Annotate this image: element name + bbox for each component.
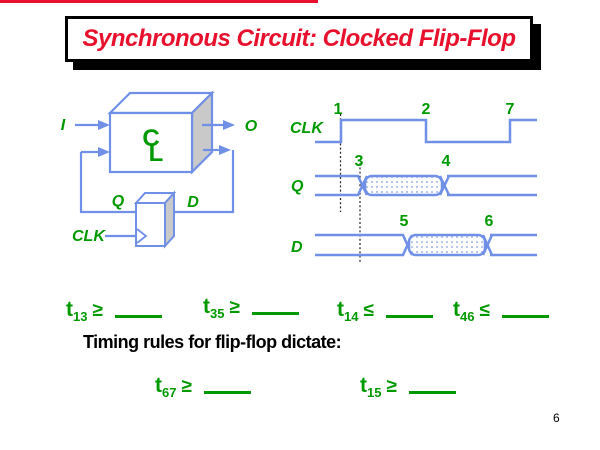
- output-label: O: [245, 118, 258, 135]
- input-arrowhead-icon: [98, 120, 110, 130]
- ff-right-face: [164, 190, 175, 249]
- formula-subscript: 67: [162, 385, 177, 401]
- clk-waveform: [315, 118, 537, 144]
- answer-blank: [114, 315, 162, 318]
- circuit-diagram: C L I O: [61, 90, 258, 249]
- formula-subscript: 15: [367, 385, 382, 401]
- clock-edge-icon: [136, 228, 148, 244]
- answer-blank: [203, 391, 251, 394]
- answer-blank: [501, 315, 549, 318]
- formula-subscript: 13: [73, 309, 88, 325]
- formula-subscript: 35: [210, 306, 225, 322]
- answer-blank: [251, 312, 299, 315]
- answer-blank: [385, 315, 433, 318]
- marker-7: 7: [506, 101, 515, 118]
- formula-t13: t13≥: [66, 298, 162, 329]
- output-arrowhead-icon: [223, 120, 235, 130]
- formula-base: t: [155, 374, 162, 397]
- ff-q-label: Q: [112, 193, 125, 210]
- timing-rules-caption: Timing rules for flip-flop dictate:: [83, 332, 342, 352]
- timing-d-label: D: [291, 239, 303, 256]
- formula-base: t: [453, 298, 460, 321]
- marker-1: 1: [334, 101, 343, 118]
- cl-label-c: C: [142, 125, 159, 152]
- timing-diagram: CLK 1 2 7 Q 3 4 D: [290, 101, 537, 264]
- ff-front-face: [135, 202, 166, 247]
- timing-q-label: Q: [291, 178, 304, 195]
- cl-block-front-face: [108, 111, 194, 174]
- marker-4: 4: [442, 153, 451, 170]
- formula-operator: ≤: [479, 300, 490, 321]
- feedback-in-arrowhead-icon: [98, 147, 110, 157]
- formula-t67: t67≥: [155, 374, 251, 405]
- formula-operator: ≥: [386, 376, 397, 397]
- marker-5: 5: [400, 213, 409, 230]
- ff-d-label: D: [187, 194, 199, 211]
- d-wire: [175, 150, 235, 214]
- d-hatched-region: [407, 233, 487, 257]
- marker-2: 2: [422, 101, 431, 118]
- marker-3: 3: [355, 153, 364, 170]
- flipflop-block: [133, 190, 177, 249]
- formula-subscript: 14: [344, 309, 359, 325]
- formula-subscript: 46: [460, 309, 475, 325]
- formula-operator: ≥: [181, 376, 192, 397]
- input-label: I: [61, 117, 66, 134]
- cl-block: C L: [107, 90, 215, 175]
- formula-operator: ≥: [92, 300, 103, 321]
- formula-base: t: [66, 298, 73, 321]
- cl-label-l: L: [149, 140, 164, 167]
- title-box: Synchronous Circuit: Clocked Flip-Flop: [65, 16, 533, 62]
- formula-t15: t15≥: [360, 374, 456, 405]
- marker-6: 6: [485, 213, 494, 230]
- formula-t14: t14≤: [337, 298, 433, 329]
- circuit-clk-label: CLK: [72, 228, 106, 245]
- formula-operator: ≤: [363, 300, 374, 321]
- page-number: 6: [553, 411, 560, 425]
- q-waveform: [315, 174, 537, 197]
- formula-base: t: [360, 374, 367, 397]
- formula-t46: t46≤: [453, 298, 549, 329]
- answer-blank: [408, 391, 456, 394]
- formula-t35: t35≥: [203, 295, 299, 326]
- formula-base: t: [337, 298, 344, 321]
- q-feedback-wire: [79, 152, 136, 214]
- formula-base: t: [203, 295, 210, 318]
- page-title: Synchronous Circuit: Clocked Flip-Flop: [82, 25, 516, 52]
- top-red-strip: [0, 0, 318, 3]
- to-d-arrowhead-icon: [219, 145, 231, 155]
- q-hatched-region: [363, 174, 444, 197]
- d-waveform: [315, 233, 537, 257]
- formula-operator: ≥: [229, 297, 240, 318]
- timing-clk-label: CLK: [290, 120, 324, 137]
